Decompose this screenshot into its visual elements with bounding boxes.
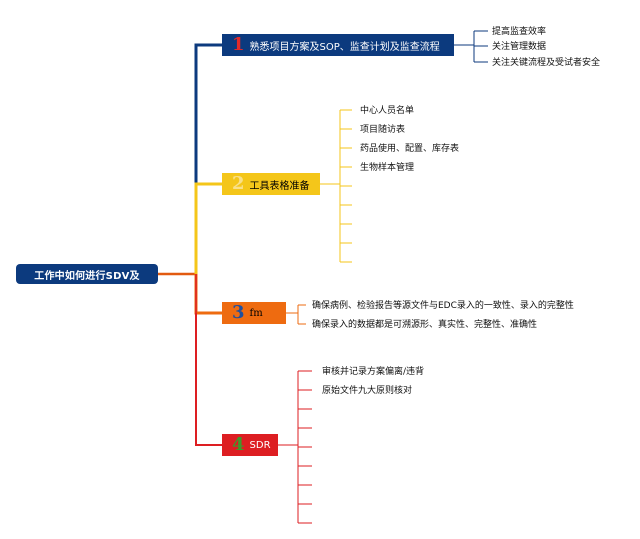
root-label: 工作中如何进行SDV及 bbox=[34, 270, 140, 282]
branch-3-connector bbox=[194, 274, 222, 315]
branch-4-leaf-1[interactable]: 审核并记录方案偏离/违背 bbox=[322, 367, 425, 377]
branch-4-node[interactable]: 4 SDR bbox=[222, 434, 278, 456]
branch-1-leaf-3[interactable]: 关注关键流程及受试者安全 bbox=[492, 58, 601, 68]
root-node[interactable]: 工作中如何进行SDV及 bbox=[16, 264, 158, 284]
branch-2-node[interactable]: 2 工具表格准备 bbox=[222, 173, 320, 195]
branch-3-leaf-2[interactable]: 确保录入的数据都是可溯源形、真实性、完整性、准确性 bbox=[312, 320, 538, 330]
branch-4-label: SDR bbox=[249, 439, 271, 451]
branch-2-number: 2 bbox=[232, 173, 245, 194]
branch-2-connector bbox=[194, 182, 222, 274]
branch-4-leaf-2[interactable]: 原始文件九大原则核对 bbox=[322, 386, 413, 396]
branch-4-leaf-lines bbox=[278, 370, 312, 524]
branch-4-number: 4 bbox=[232, 434, 245, 455]
branch-3-node[interactable]: 3 fm bbox=[222, 302, 286, 324]
branch-1-label: 熟悉项目方案及SOP、监查计划及监查流程 bbox=[249, 41, 440, 53]
branch-2-leaf-4[interactable]: 生物样本管理 bbox=[360, 163, 415, 173]
branch-1-leaf-1[interactable]: 提高监查效率 bbox=[492, 27, 547, 37]
branch-3-number: 3 bbox=[232, 302, 245, 323]
branch-2-leaf-3[interactable]: 药品使用、配置、库存表 bbox=[360, 144, 460, 154]
branch-2-leaf-lines bbox=[320, 109, 352, 263]
branch-1-number: 1 bbox=[232, 34, 245, 55]
branch-4-connector bbox=[195, 313, 222, 446]
branch-1-leaf-lines bbox=[454, 30, 488, 63]
branch-1-node[interactable]: 1 熟悉项目方案及SOP、监查计划及监查流程 bbox=[222, 34, 454, 56]
branch-2-label: 工具表格准备 bbox=[249, 180, 310, 192]
branch-1-leaf-2[interactable]: 关注管理数据 bbox=[492, 42, 547, 52]
branch-2-leaf-1[interactable]: 中心人员名单 bbox=[360, 106, 415, 116]
branch-2-leaf-2[interactable]: 项目随访表 bbox=[360, 125, 406, 135]
branch-3-leaf-lines bbox=[286, 304, 306, 325]
branch-3-leaf-1[interactable]: 确保病例、检验报告等源文件与EDC录入的一致性、录入的完整性 bbox=[312, 301, 574, 311]
branch-3-label: fm bbox=[249, 307, 263, 319]
branch-1-connector bbox=[194, 43, 222, 274]
